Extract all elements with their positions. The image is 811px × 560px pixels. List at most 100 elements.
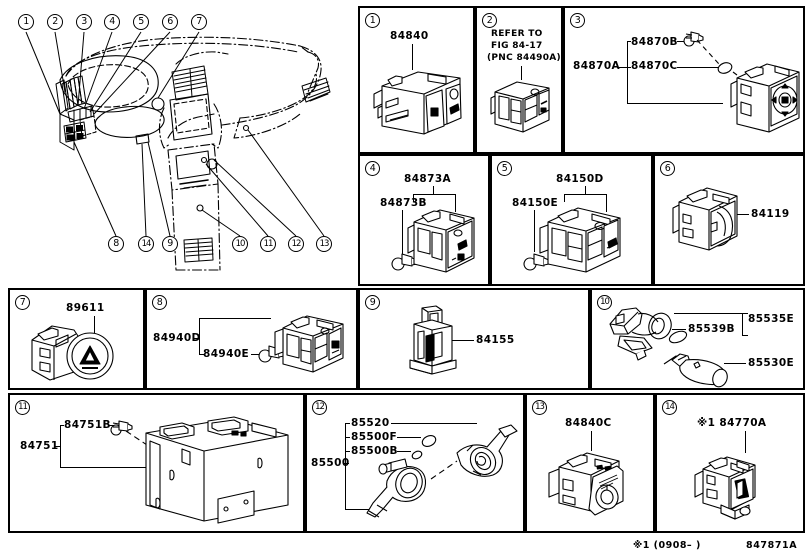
panel-3-part-84870C: 84870C: [631, 60, 678, 72]
panel-11: 11 84751 84751B: [8, 393, 305, 533]
panel-6-leader: [731, 214, 749, 215]
panel-6: 6 84119: [653, 154, 805, 286]
panel-7-leader: [94, 316, 95, 342]
panel-4-A-stem: [433, 186, 434, 194]
panel-13-part-84840C: 84840C: [565, 417, 612, 429]
panel-6-part-84119: 84119: [751, 208, 790, 220]
panel-12-85500B-leader: [397, 451, 411, 452]
panel-9-badge: 9: [365, 295, 380, 310]
panel-14-leader: [745, 431, 746, 453]
panel-2-refer-line-1: REFER TO: [491, 29, 543, 39]
panel-1-part-84840: 84840: [390, 30, 429, 42]
callout-8: 8: [108, 236, 124, 252]
window-switch-sub-assembly-drawing: [523, 207, 621, 273]
callout-3: 3: [76, 14, 92, 30]
callout-2: 2: [47, 14, 63, 30]
callout-4: 4: [104, 14, 120, 30]
panel-7-badge: 7: [15, 295, 30, 310]
callout-9: 9: [162, 236, 178, 252]
panel-8-bracket-spine: [199, 318, 200, 354]
panel-2-badge: 2: [482, 13, 497, 28]
panel-4-A-bar: [413, 194, 455, 195]
panel-8-D-arm: [194, 338, 200, 339]
panel-4: 4 84873A 84873B: [358, 154, 490, 286]
panel-12-85500F-arm: [345, 437, 350, 438]
panel-12-85520-leader: [391, 423, 477, 424]
panel-4-part-84873A: 84873A: [404, 173, 452, 185]
dashboard-illustration-panel: 1 2 3 4 5 6 7 8 14 9 10 11 12 13: [8, 8, 352, 284]
multiplex-network-body-ecu-drawing: [110, 416, 289, 524]
panel-11-84751-tick: [54, 446, 60, 447]
window-switch-assembly-drawing: [391, 209, 475, 273]
footnote-mark-1: ※1 (0908– ): [633, 540, 701, 551]
panel-11-badge: 11: [15, 400, 30, 415]
panel-2: 2 REFER TO FIG 84-17 (PNC 84490A): [475, 6, 563, 154]
callout-6: 6: [162, 14, 178, 30]
panel-1-badge: 1: [365, 13, 380, 28]
callout-12: 12: [288, 236, 304, 252]
panel-14: 14 ※1 84770A: [655, 393, 805, 533]
panel-11-B-arm: [60, 425, 64, 426]
panel-8-D-top: [199, 318, 271, 319]
panel-3: 3 84870A 84870B 84870C: [563, 6, 805, 154]
panel-2-refer-line-2: FIG 84-17: [491, 41, 543, 51]
panel-7: 7 89611: [8, 288, 145, 390]
cigarette-lighter-assembly-drawing: [609, 307, 728, 388]
callout-14: 14: [138, 236, 154, 252]
panel-3-group-baseline: [627, 103, 723, 104]
panel-3-84870B-arm: [627, 41, 631, 42]
panel-10-lighter-leader: [724, 363, 746, 364]
panel-12-bracket-spine: [345, 423, 346, 509]
mirror-control-switch-drawing: [683, 31, 800, 133]
panel-12-part-85500B: 85500B: [351, 445, 398, 457]
panel-7-part-89611: 89611: [66, 302, 105, 314]
panel-10-badge: 10: [597, 295, 612, 310]
panel-10-part-85530E: 85530E: [748, 357, 795, 369]
panel-13: 13 84840C: [525, 393, 655, 533]
panel-4-A-right-arm: [455, 194, 456, 212]
panel-11-B-leader: [108, 425, 116, 426]
panel-1: 1 84840: [358, 6, 475, 154]
trunk-opener-switch-drawing: [694, 456, 756, 520]
panel-5: 5 84150D 84150E: [490, 154, 653, 286]
panel-12-85500-tick: [343, 463, 349, 464]
panel-5-badge: 5: [497, 161, 512, 176]
panel-10-socket-leader: [674, 313, 742, 314]
door-lock-switch-drawing: [258, 315, 344, 373]
panel-12-85500B-arm: [345, 451, 350, 452]
panel-3-part-84870B: 84870B: [631, 36, 678, 48]
panel-12-badge: 12: [312, 400, 327, 415]
panel-3-84870A-tick: [617, 67, 627, 68]
panel-12-part-85520: 85520: [351, 417, 390, 429]
diagram-id: 847871A: [746, 540, 798, 551]
panel-11-bracket-spine: [60, 425, 61, 467]
power-window-master-switch-drawing: [373, 71, 462, 135]
panel-12-baseline: [345, 509, 371, 510]
panel-4-B-leader: [402, 210, 403, 254]
panel-3-bracket-spine: [627, 41, 628, 103]
panel-5-D-bar: [564, 194, 606, 195]
panel-8-part-84940D: 84940D: [153, 332, 201, 344]
callout-5: 5: [133, 14, 149, 30]
callout-11: 11: [260, 236, 276, 252]
switch-hole-cover-drawing: [409, 305, 457, 375]
panel-8-part-84940E: 84940E: [203, 348, 250, 360]
panel-9: 9 84155: [358, 288, 590, 390]
instrument-panel-drawing: [25, 31, 331, 271]
panel-3-84870C-leader: [677, 67, 723, 68]
panel-3-part-84870A: 84870A: [573, 60, 621, 72]
panel-13-badge: 13: [532, 400, 547, 415]
panel-2-refer-line-3: (PNC 84490A): [487, 53, 561, 63]
panel-8-badge: 8: [152, 295, 167, 310]
panel-8-E-leader: [251, 354, 261, 355]
panel-3-badge: 3: [570, 13, 585, 28]
panel-5-part-84150E: 84150E: [512, 197, 559, 209]
panel-10-part-85539B: 85539B: [688, 323, 735, 335]
panel-10: 10 85535E 85539B 85530E: [590, 288, 805, 390]
panel-5-D-left-arm: [564, 194, 565, 202]
panel-9-part-84155: 84155: [476, 334, 515, 346]
panel-12: 12 85500 85520 85500F 85500B: [305, 393, 525, 533]
switch-base-drawing: [672, 187, 738, 251]
panel-14-badge: 14: [662, 400, 677, 415]
